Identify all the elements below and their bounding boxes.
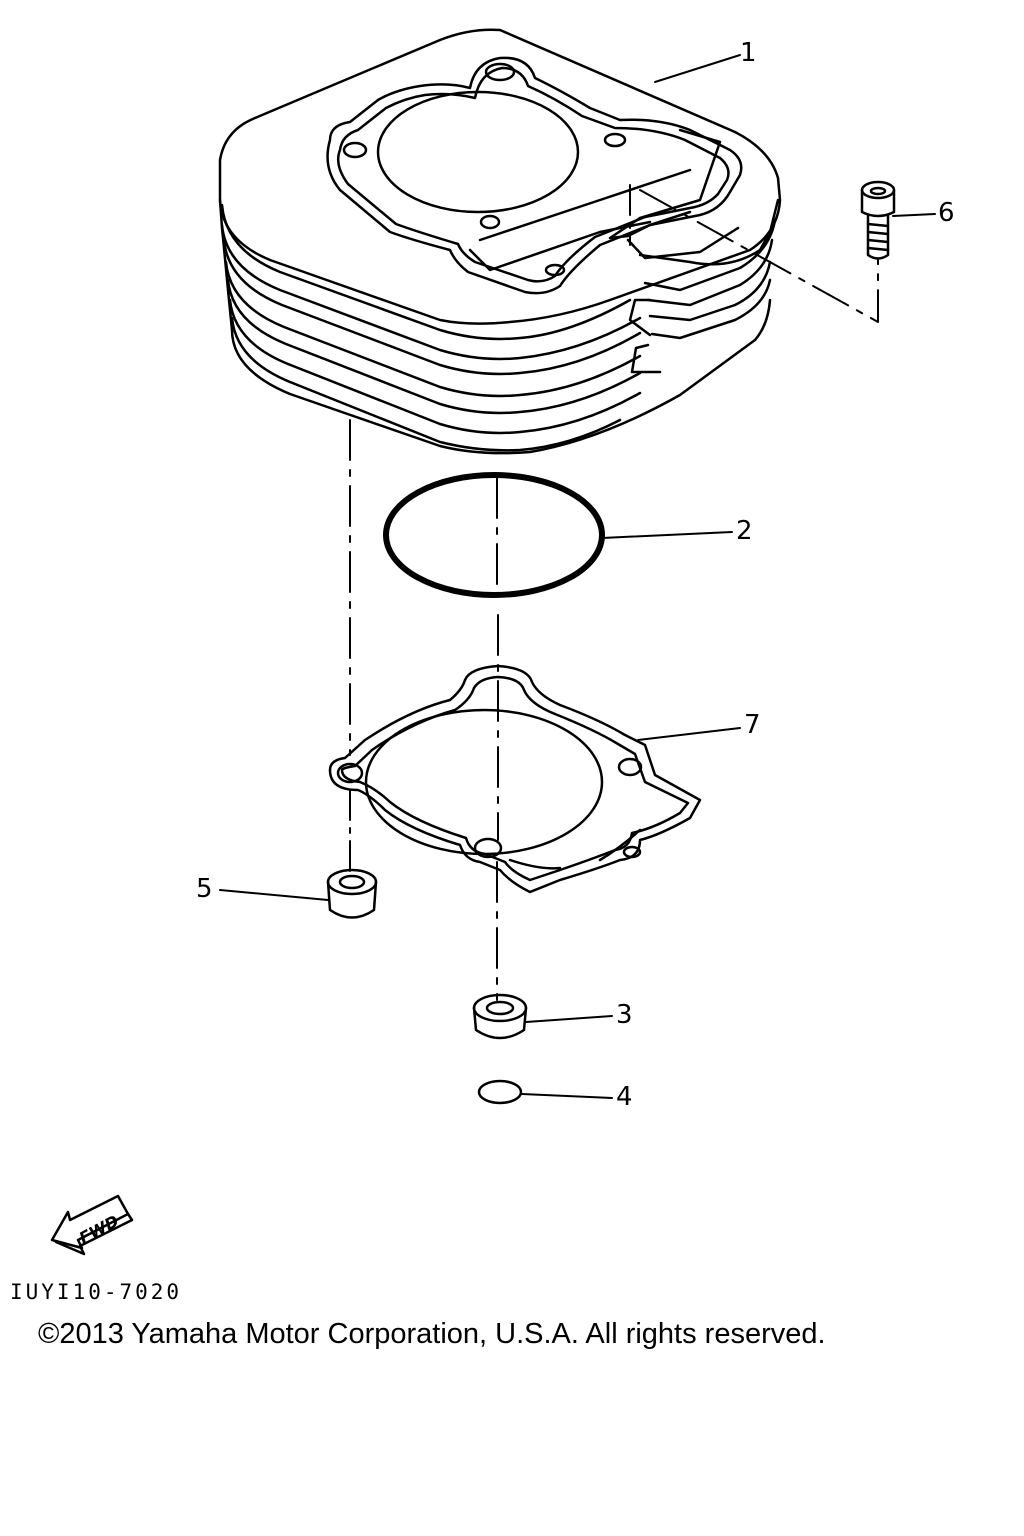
fwd-arrow-icon: FWD xyxy=(50,1194,134,1256)
fwd-label: FWD xyxy=(76,1211,122,1247)
figure-code: IUYI10-7020 xyxy=(10,1280,183,1304)
o-ring-part-4 xyxy=(477,1079,523,1105)
callout-1: 1 xyxy=(740,38,757,68)
callout-2: 2 xyxy=(736,516,753,546)
dowel-part-5 xyxy=(326,868,378,919)
callout-7: 7 xyxy=(744,710,761,740)
o-ring-part-2 xyxy=(383,472,605,598)
base-gasket-part-7 xyxy=(328,664,702,1001)
bolt-part-6 xyxy=(860,180,896,260)
cylinder-block xyxy=(218,28,879,841)
dowel-part-3 xyxy=(472,993,528,1040)
leader-lines xyxy=(219,54,936,1099)
copyright-notice: ©2013 Yamaha Motor Corporation, U.S.A. A… xyxy=(38,1318,826,1350)
callout-4: 4 xyxy=(616,1082,633,1112)
callout-3: 3 xyxy=(616,1000,633,1030)
callout-5: 5 xyxy=(196,874,213,904)
callout-6: 6 xyxy=(938,198,955,228)
